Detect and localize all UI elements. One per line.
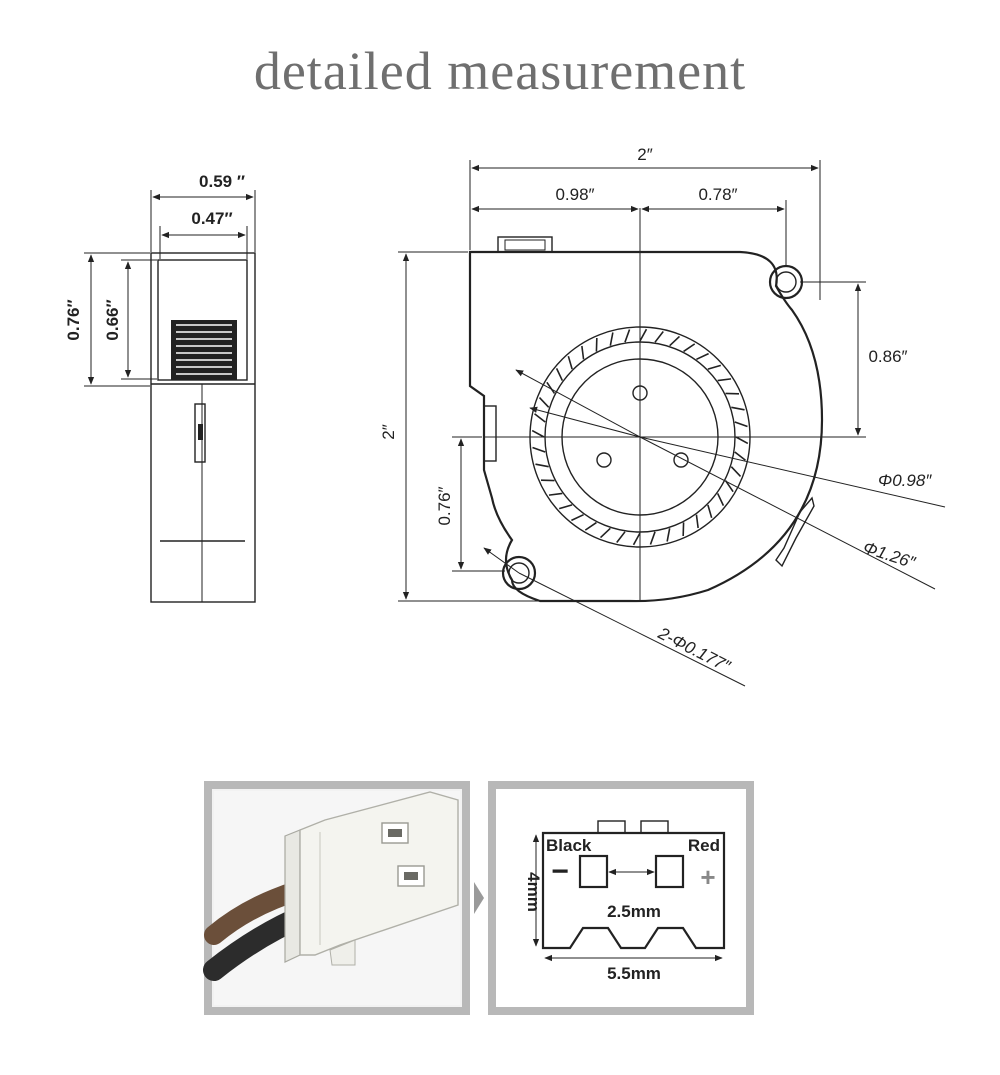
- impeller-blade: [649, 531, 656, 545]
- impeller-blade: [724, 480, 734, 493]
- pin-red: [654, 854, 685, 889]
- impeller-blade: [734, 451, 746, 461]
- side-width-outer-label: 0.59 ″: [199, 172, 245, 191]
- fan-housing: [468, 250, 824, 603]
- connector-diagram: Black Red − + 2.5mm 4mm 5.5mm: [488, 781, 754, 1015]
- front-height-label: 2″: [379, 424, 398, 439]
- impeller-blade: [707, 504, 713, 519]
- impeller-blade: [707, 364, 722, 370]
- front-width-label: 2″: [637, 145, 652, 164]
- hole-diameter-label: 2-Φ0.177″: [654, 623, 734, 676]
- impeller-blade: [716, 493, 725, 506]
- impeller-blade: [535, 463, 549, 468]
- front-right-segment-label: 0.78″: [698, 185, 737, 204]
- impeller-blade: [632, 532, 641, 546]
- side-width-inner-label: 0.47″: [191, 209, 232, 228]
- side-height-inner-label: 0.66″: [103, 299, 122, 340]
- impeller-blade: [581, 345, 585, 360]
- impeller-blade: [548, 492, 563, 496]
- black-wire-label: Black: [546, 836, 592, 855]
- side-height-outer-label: 0.76″: [64, 299, 83, 340]
- impeller-blade: [609, 332, 614, 346]
- connector-housing: [284, 791, 459, 966]
- side-view: 0.59 ″ 0.47″ 0.76″ 0.66″: [64, 172, 256, 603]
- connector-height-label: 4mm: [524, 872, 543, 912]
- impeller-blade: [717, 378, 732, 382]
- impeller-blade: [571, 513, 584, 522]
- pin-black: [578, 854, 609, 889]
- side-body: [150, 252, 256, 603]
- impeller-blade: [532, 446, 546, 453]
- front-left-height-label: 0.76″: [435, 486, 454, 525]
- red-wire-label: Red: [688, 836, 720, 855]
- pin-pitch-label: 2.5mm: [607, 902, 661, 921]
- impeller-blade: [531, 429, 545, 438]
- impeller-blade: [555, 368, 564, 381]
- impeller-blade: [639, 328, 648, 342]
- impeller-blade: [730, 466, 742, 478]
- pin-slots: [381, 822, 425, 887]
- impeller-blade: [696, 352, 709, 361]
- impeller-blade: [584, 521, 597, 531]
- front-left-segment-label: 0.98″: [555, 185, 594, 204]
- mounting-hole-bottom: [501, 555, 537, 591]
- impeller-blade: [654, 331, 664, 343]
- inner-diameter-label: Φ0.98″: [878, 471, 932, 490]
- impeller-blade: [683, 343, 696, 353]
- impeller-blade: [695, 514, 699, 529]
- arrow-icon: [474, 882, 484, 914]
- impeller-blades: [531, 328, 749, 546]
- outer-diameter-label: Φ1.26″: [861, 538, 919, 573]
- connector-photo: [203, 781, 470, 1015]
- impeller-blade: [567, 355, 573, 370]
- minus-icon: −: [551, 855, 569, 888]
- front-right-height-label: 0.86″: [868, 347, 907, 366]
- mounting-hole-top: [768, 264, 804, 300]
- impeller-blade: [669, 335, 681, 347]
- vent-grille: [171, 320, 237, 380]
- impeller-blade: [546, 381, 556, 394]
- impeller-blade: [538, 396, 550, 408]
- impeller-blade: [735, 436, 749, 445]
- connector-width-label: 5.5mm: [607, 964, 661, 983]
- impeller-blade: [734, 421, 748, 428]
- impeller-blade: [666, 528, 671, 542]
- impeller-blade: [599, 527, 611, 539]
- impeller-blade: [534, 413, 546, 423]
- impeller-blade: [731, 406, 745, 411]
- page-title: detailed measurement: [253, 41, 747, 101]
- impeller-blade: [624, 329, 631, 343]
- front-view: 2″ 0.98″ 0.78″ 2″ 0.86″ 0.76″ Φ0.98″ Φ1.…: [379, 145, 946, 687]
- plus-icon: +: [700, 862, 715, 892]
- impeller-blade: [558, 504, 573, 510]
- impeller-blade: [616, 531, 626, 543]
